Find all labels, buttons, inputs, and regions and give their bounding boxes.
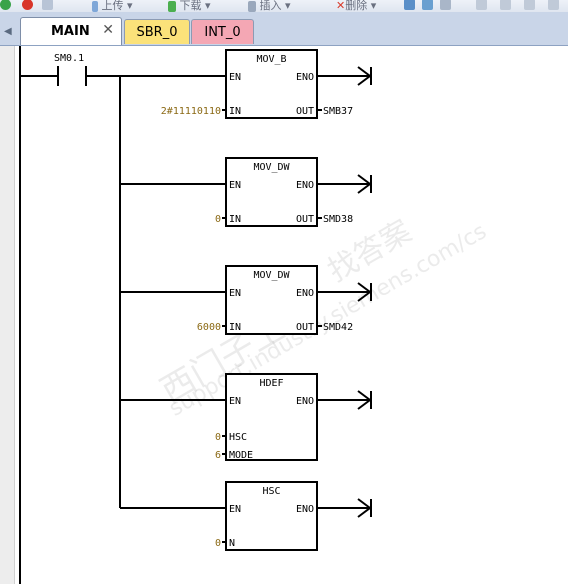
input-operand[interactable]: 2#11110110: [161, 106, 221, 117]
insert-label: 插入: [259, 0, 282, 12]
close-icon[interactable]: ✕: [102, 22, 114, 38]
instruction-box[interactable]: [225, 265, 318, 335]
upload-button[interactable]: 上传 ▾: [92, 0, 133, 12]
eno-pin-label: ENO: [296, 504, 314, 515]
debug-icon-2[interactable]: [422, 0, 433, 11]
window-icon-3[interactable]: [524, 0, 535, 11]
output-pin-label: OUT: [296, 322, 314, 333]
monitor-icon[interactable]: [440, 0, 451, 11]
en-pin-label: EN: [229, 504, 241, 515]
input-pin-label: IN: [229, 322, 241, 333]
output-operand[interactable]: SMD38: [323, 214, 353, 225]
tab-main[interactable]: MAIN ✕: [20, 17, 122, 45]
upload-label: 上传: [101, 0, 124, 12]
instruction-box[interactable]: [225, 373, 318, 461]
stop-icon[interactable]: [22, 0, 33, 11]
input-pin-label: MODE: [229, 450, 253, 461]
tab-sbr-0-label: SBR_0: [136, 24, 178, 40]
box-title: MOV_B: [256, 54, 286, 65]
en-pin-label: EN: [229, 72, 241, 83]
instruction-box[interactable]: [225, 49, 318, 119]
pou-tab-strip: ◀ MAIN ✕ SBR_0 INT_0: [0, 12, 568, 46]
input-operand[interactable]: 0: [215, 432, 221, 443]
run-icon[interactable]: [0, 0, 11, 11]
compile-icon[interactable]: [42, 0, 53, 11]
window-icon-2[interactable]: [500, 0, 511, 11]
download-label: 下载: [179, 0, 202, 12]
eno-pin-label: ENO: [296, 180, 314, 191]
en-pin-label: EN: [229, 180, 241, 191]
box-title: MOV_DW: [253, 162, 290, 173]
tab-int-0-label: INT_0: [204, 24, 241, 40]
output-pin-label: OUT: [296, 214, 314, 225]
box-title: HSC: [262, 486, 280, 497]
box-title: HDEF: [259, 378, 283, 389]
en-pin-label: EN: [229, 396, 241, 407]
editor-gutter: [0, 46, 15, 584]
delete-label: 删除: [345, 0, 368, 12]
input-pin-label: N: [229, 538, 235, 549]
output-operand[interactable]: SMB37: [323, 106, 353, 117]
eno-pin-label: ENO: [296, 396, 314, 407]
tab-int-0[interactable]: INT_0: [191, 19, 254, 44]
insert-button[interactable]: 插入 ▾: [248, 0, 291, 12]
contact-address: SM0.1: [54, 53, 84, 64]
input-pin-label: IN: [229, 106, 241, 117]
window-icon-4[interactable]: [548, 0, 559, 11]
input-pin-label: HSC: [229, 432, 247, 443]
window-icon[interactable]: [476, 0, 487, 11]
input-operand[interactable]: 0: [215, 538, 221, 549]
instruction-box[interactable]: [225, 157, 318, 227]
toolbar: 上传 ▾ 下载 ▾ 插入 ▾ ✕删除 ▾: [0, 0, 568, 13]
instruction-box[interactable]: [225, 481, 318, 551]
output-pin-label: OUT: [296, 106, 314, 117]
en-pin-label: EN: [229, 288, 241, 299]
eno-pin-label: ENO: [296, 288, 314, 299]
download-button[interactable]: 下载 ▾: [168, 0, 211, 12]
input-operand[interactable]: 6000: [197, 322, 221, 333]
debug-icon[interactable]: [404, 0, 415, 11]
eno-pin-label: ENO: [296, 72, 314, 83]
tab-main-label: MAIN: [51, 24, 90, 39]
input-pin-label: IN: [229, 214, 241, 225]
output-operand[interactable]: SMD42: [323, 322, 353, 333]
tab-sbr-0[interactable]: SBR_0: [124, 19, 190, 44]
tab-scroll-left-icon[interactable]: ◀: [4, 26, 12, 37]
delete-button[interactable]: ✕删除 ▾: [336, 0, 377, 12]
input-operand[interactable]: 0: [215, 214, 221, 225]
input-operand[interactable]: 6: [215, 450, 221, 461]
box-title: MOV_DW: [253, 270, 290, 281]
